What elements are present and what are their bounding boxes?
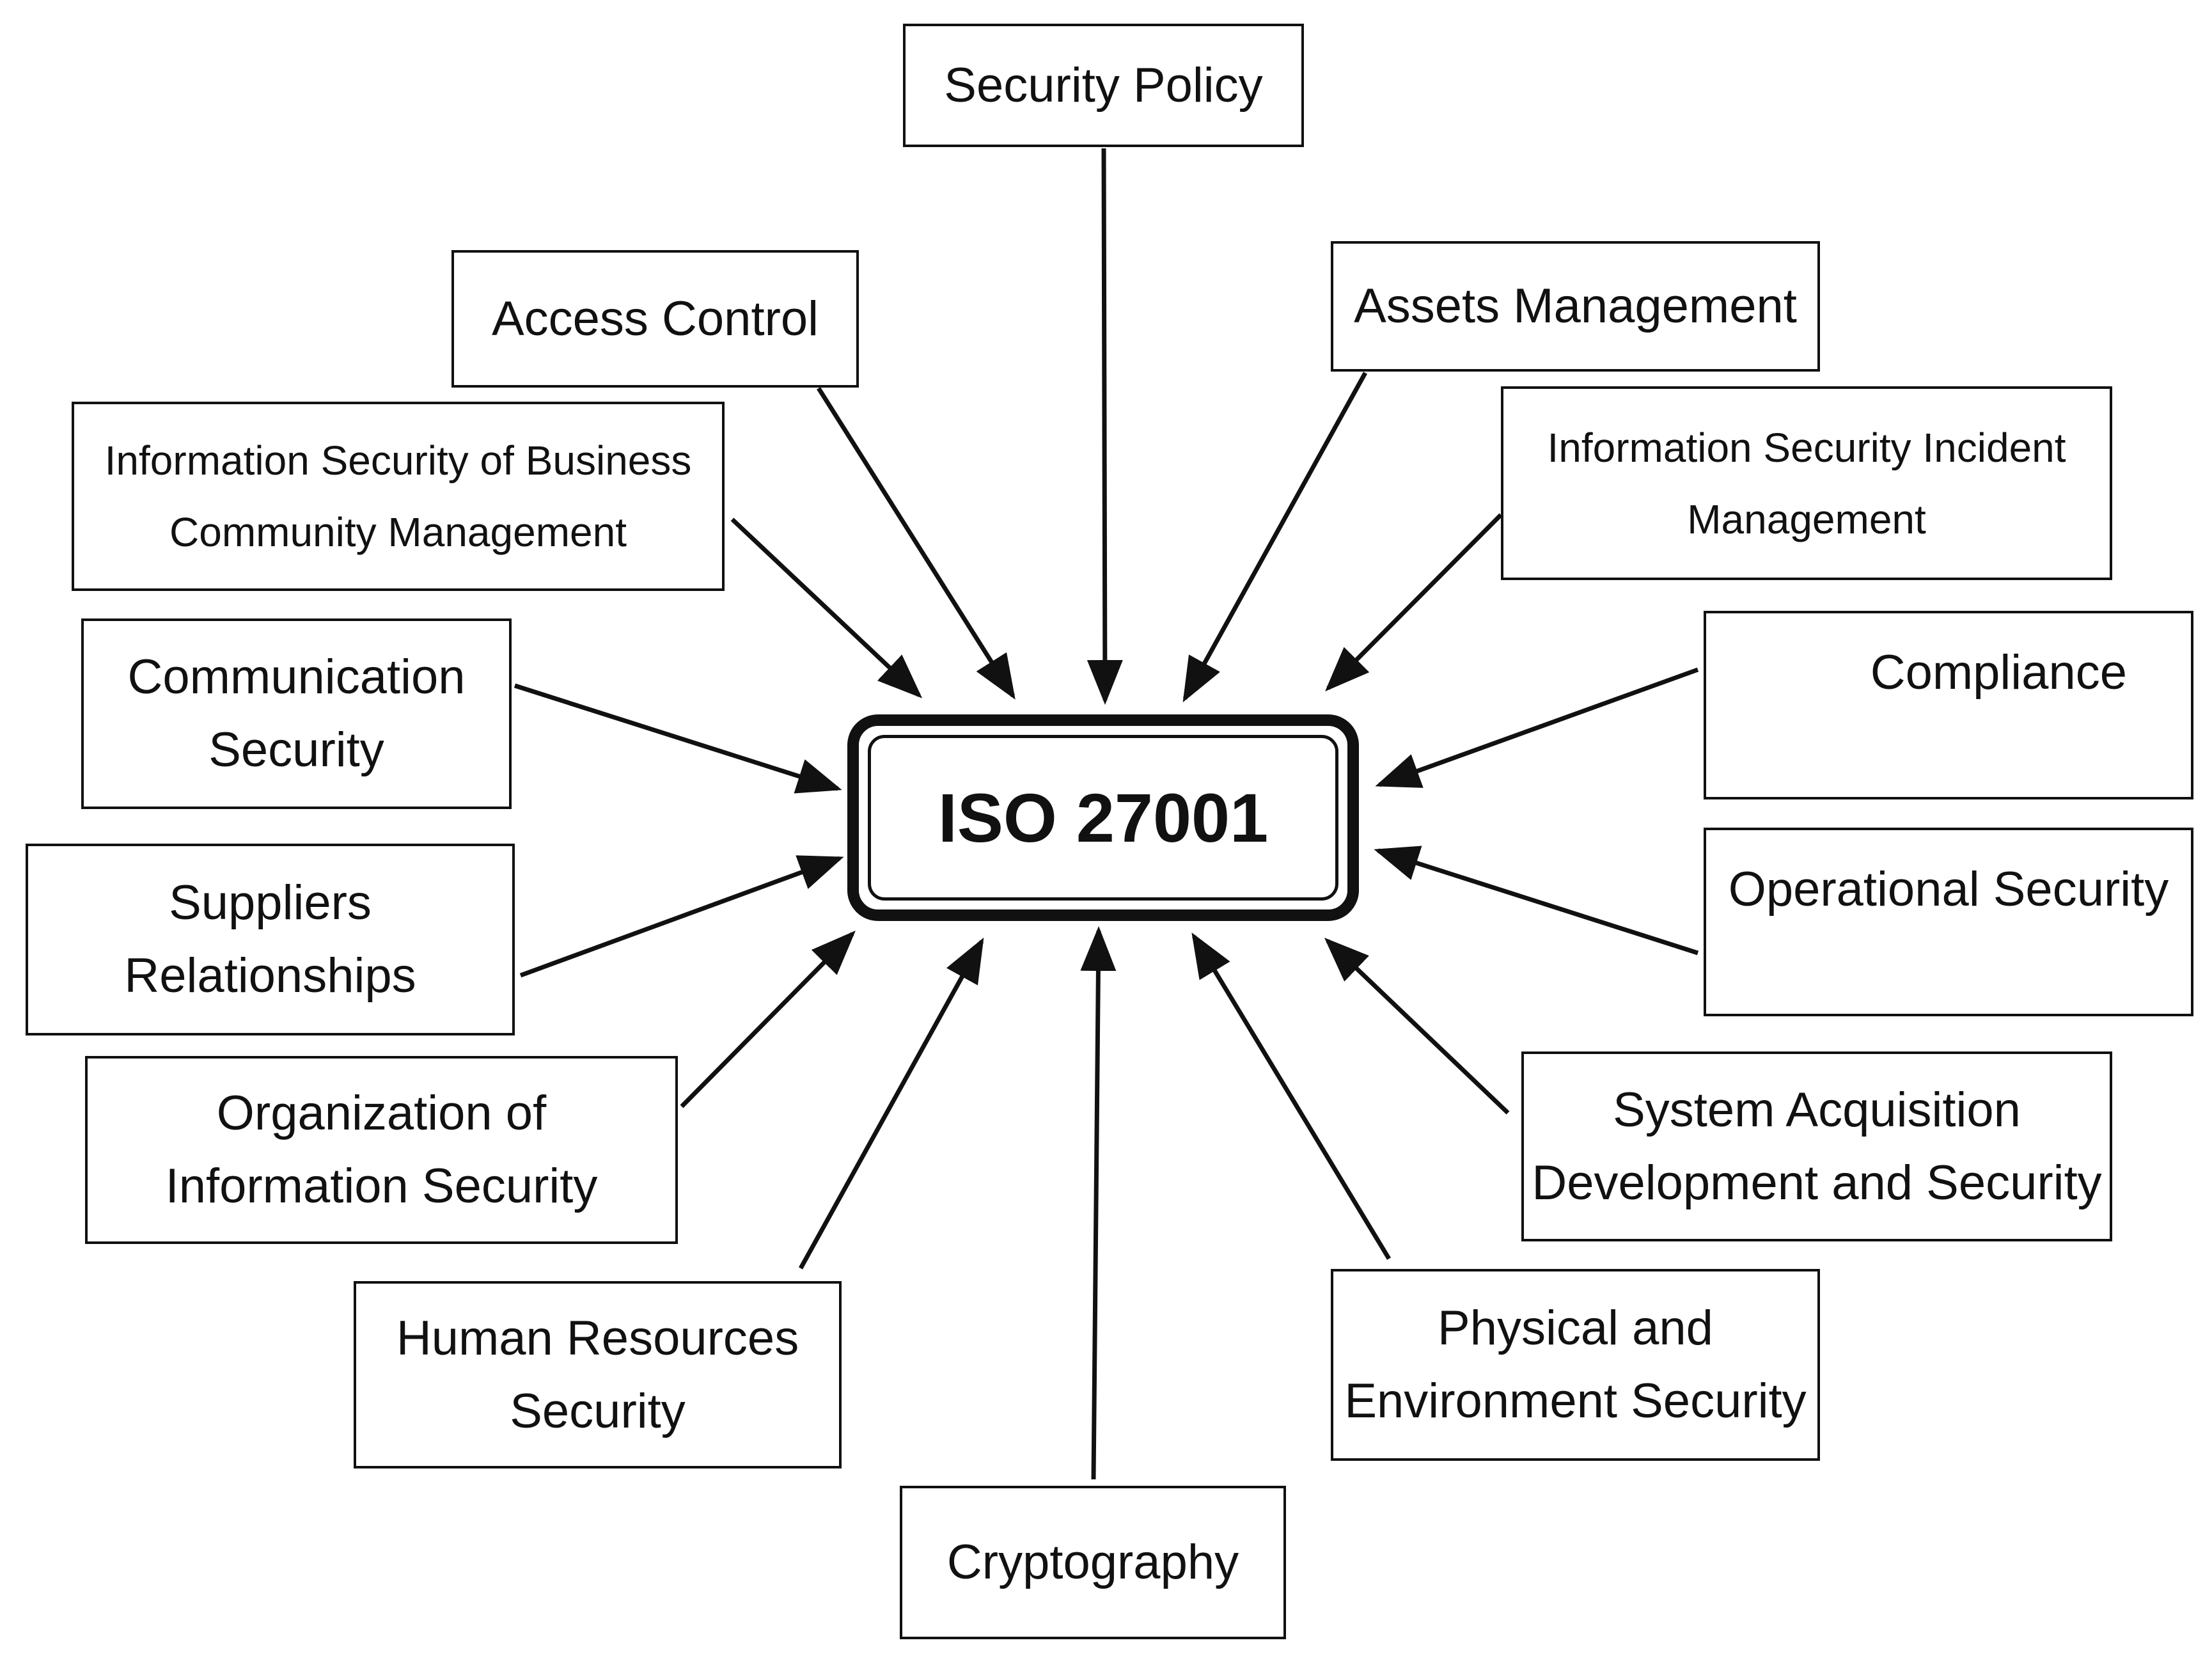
node-label-line: Organization of xyxy=(216,1086,547,1140)
node-label-line: System Acquisition xyxy=(1613,1082,2021,1137)
node-label-line: Relationships xyxy=(124,949,416,1003)
arrow-system-acquisition xyxy=(1324,938,1510,1115)
node-incident-management: Information Security Incident Management xyxy=(1501,386,2112,580)
arrow-human-resources xyxy=(798,937,984,1270)
node-label-line: Information Security of Business xyxy=(104,437,692,484)
arrow-assets-management xyxy=(1182,372,1368,703)
node-label-line: Communication xyxy=(127,650,466,704)
arrow-access-control xyxy=(817,387,1016,700)
node-label-line: Management xyxy=(1687,496,1926,542)
node-label-line: Assets Management xyxy=(1354,279,1797,333)
node-label-line: Physical and xyxy=(1438,1301,1713,1355)
node-compliance: Compliance xyxy=(1704,611,2193,799)
node-label-line: Information Security Incident xyxy=(1547,424,2066,471)
arrow-compliance xyxy=(1375,667,1699,788)
center-node-box: ISO 27001 xyxy=(847,714,1359,921)
node-label-line: Community Management xyxy=(169,509,627,555)
node-security-policy: Security Policy xyxy=(903,24,1304,147)
node-label-line: Development and Security xyxy=(1532,1155,2102,1210)
center-node-inner-border: ISO 27001 xyxy=(868,735,1338,901)
node-cryptography: Cryptography xyxy=(900,1486,1286,1639)
node-access-control: Access Control xyxy=(451,250,859,388)
arrow-business-community xyxy=(730,517,923,698)
node-label-line: Access Control xyxy=(491,291,819,346)
arrow-organization-infosec xyxy=(680,931,856,1108)
node-label-line: Information Security xyxy=(165,1159,598,1213)
node-label-line: Suppliers xyxy=(169,876,372,930)
node-label-line: Human Resources xyxy=(396,1311,799,1366)
node-label-line: Security xyxy=(208,723,384,777)
node-label-line: Cryptography xyxy=(946,1535,1239,1589)
node-organization-infosec: Organization of Information Security xyxy=(85,1056,678,1244)
node-assets-management: Assets Management xyxy=(1331,241,1820,372)
arrow-suppliers-relationships xyxy=(519,855,844,978)
node-label-line: Environment Security xyxy=(1344,1374,1807,1428)
node-communication-security: Communication Security xyxy=(81,618,512,809)
center-node-label: ISO 27001 xyxy=(937,779,1269,856)
arrows xyxy=(514,148,1699,1480)
arrow-operational-security xyxy=(1374,846,1699,956)
arrow-incident-management xyxy=(1325,513,1503,691)
node-label-line: Compliance xyxy=(1870,645,2127,700)
node-business-community: Information Security of Business Communi… xyxy=(72,402,725,591)
node-physical-environment: Physical and Environment Security xyxy=(1331,1269,1820,1461)
node-suppliers-relationships: Suppliers Relationships xyxy=(26,844,515,1035)
arrow-physical-environment xyxy=(1191,933,1391,1260)
arrow-cryptography xyxy=(1080,926,1117,1480)
node-label-line: Security Policy xyxy=(944,58,1263,113)
node-system-acquisition: System Acquisition Development and Secur… xyxy=(1521,1051,2112,1241)
node-label-line: Security xyxy=(510,1383,686,1438)
node-human-resources: Human Resources Security xyxy=(354,1281,842,1468)
arrow-communication-security xyxy=(514,683,842,794)
node-operational-security: Operational Security xyxy=(1704,828,2193,1016)
node-label-line: Operational Security xyxy=(1728,862,2169,917)
arrow-security-policy xyxy=(1086,148,1123,705)
